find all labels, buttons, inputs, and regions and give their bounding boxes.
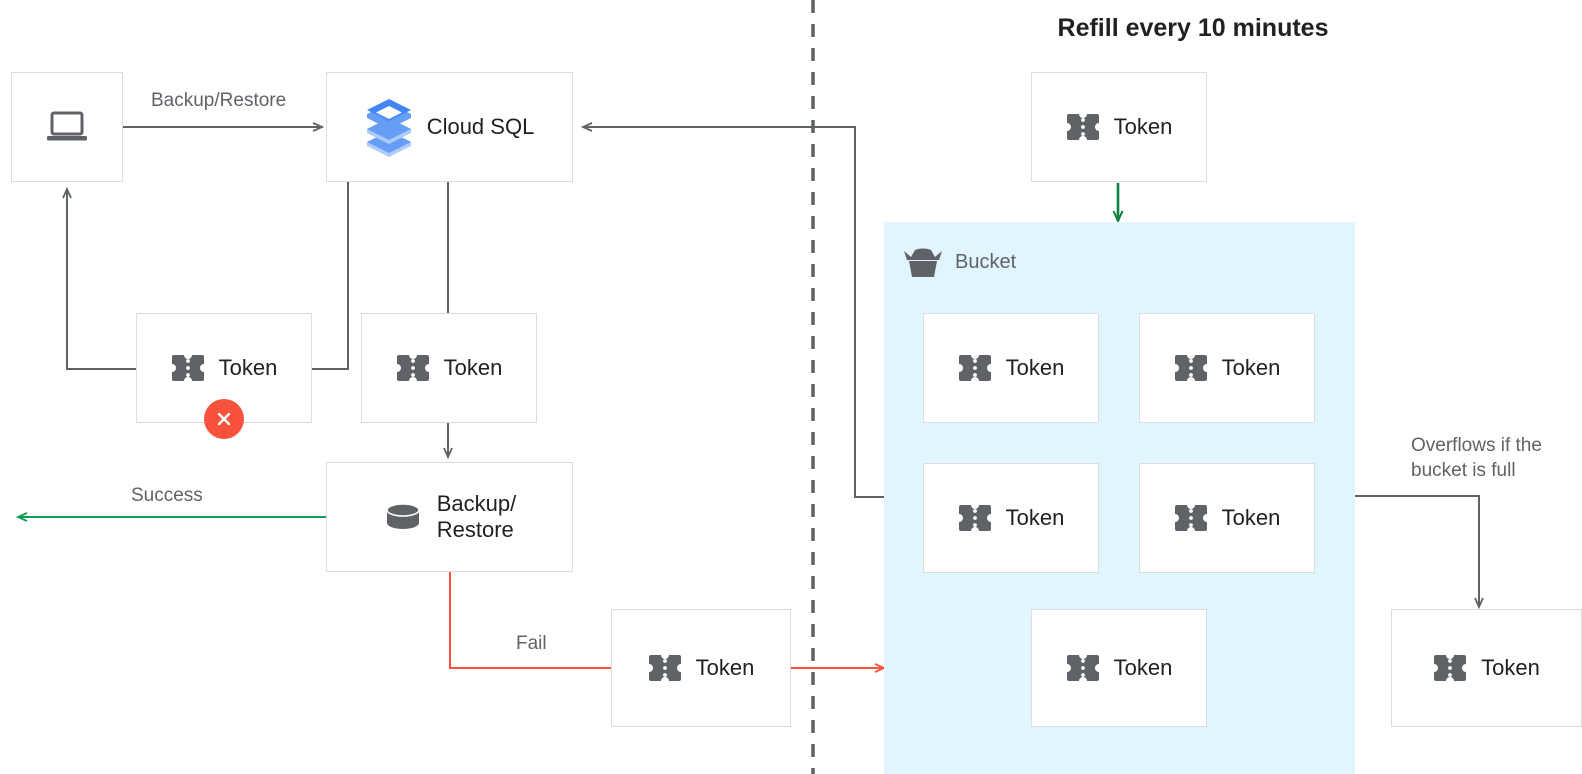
node-label: Backup/ Restore (436, 490, 517, 542)
token-icon (1433, 653, 1467, 683)
cloud-sql-icon (365, 99, 413, 157)
node-label: Token (1005, 504, 1065, 530)
database-icon (383, 500, 423, 534)
edge-bucket-to-cloudsql (583, 127, 884, 498)
node-label: Token (1481, 654, 1540, 680)
bucket-icon (903, 245, 943, 279)
edge-label-fail: Fail (516, 633, 547, 654)
edge-label-success: Success (131, 485, 203, 506)
token-icon (1174, 503, 1208, 533)
token-icon (1174, 353, 1208, 383)
node-label: Token (443, 354, 503, 380)
node-backup-restore[interactable]: Backup/ Restore (326, 462, 573, 572)
node-token-sql[interactable]: Token (361, 313, 537, 423)
edge-label-backup-restore: Backup/Restore (151, 90, 287, 111)
bucket-header: Bucket (903, 245, 1016, 279)
node-bucket-token[interactable]: Token (1139, 463, 1315, 573)
node-cloud-sql[interactable]: Cloud SQL (326, 72, 573, 182)
node-bucket-token[interactable]: Token (923, 463, 1099, 573)
token-icon (958, 353, 992, 383)
node-bucket-token[interactable]: Token (1139, 313, 1315, 423)
node-label: Token (1005, 354, 1065, 380)
bucket-label: Bucket (955, 250, 1017, 273)
node-label: Token (1113, 654, 1173, 680)
node-label: Token (1221, 504, 1281, 530)
node-label: Token (218, 354, 278, 380)
token-icon (958, 503, 992, 533)
laptop-icon (45, 110, 89, 144)
edge-label-overflow: Overflows if the bucket is full (1411, 435, 1542, 481)
token-icon (1066, 112, 1100, 142)
node-token-incoming[interactable]: Token (1031, 609, 1207, 727)
node-client[interactable] (11, 72, 123, 182)
node-token-refill[interactable]: Token (1031, 72, 1207, 182)
close-icon (217, 412, 231, 426)
token-icon (396, 353, 430, 383)
node-label: Token (1113, 113, 1173, 139)
node-label: Cloud SQL (426, 113, 535, 139)
node-label: Token (695, 654, 755, 680)
node-label: Token (1221, 354, 1281, 380)
edge-overflow (1355, 495, 1479, 607)
token-icon (171, 353, 205, 383)
node-bucket-token[interactable]: Token (923, 313, 1099, 423)
page-title: Refill every 10 minutes (1057, 14, 1329, 42)
token-icon (1066, 653, 1100, 683)
node-token-fail[interactable]: Token (611, 609, 791, 727)
status-badge-error (204, 399, 244, 439)
node-token-overflow[interactable]: Token (1391, 609, 1582, 727)
token-icon (648, 653, 682, 683)
